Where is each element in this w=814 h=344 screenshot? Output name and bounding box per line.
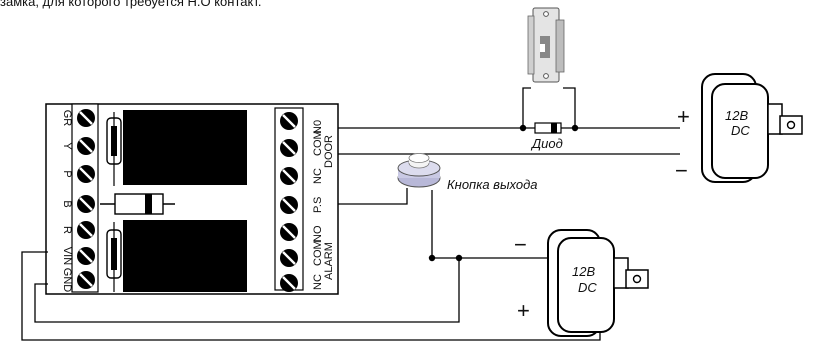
- right-screws: [280, 112, 298, 292]
- label-com-top: COM: [312, 130, 324, 156]
- left-terminal-label: Y: [61, 142, 73, 150]
- wire-ps-to-button: [338, 188, 408, 205]
- psu-top-minus-sign: −: [675, 158, 688, 183]
- screw-terminal: [77, 247, 95, 265]
- label-door: DOOR: [323, 135, 335, 168]
- label-ps: P.S: [312, 197, 324, 213]
- psu-bottom-voltage: 12В: [572, 264, 595, 279]
- instruction-text: замка, для которого требуется Н.О контак…: [0, 0, 262, 9]
- screw-terminal: [280, 223, 298, 241]
- label-com-bottom: COM: [312, 240, 324, 266]
- junction: [428, 254, 436, 262]
- wire-button-to-psu2-minus: [431, 190, 548, 259]
- screw-terminal: [280, 139, 298, 157]
- controller-board: GR Y P B R VIN GND N0 COM NC DOOR P.S NO COM N…: [45, 103, 339, 295]
- diode-label: Диод: [530, 136, 563, 151]
- screw-terminal: [77, 109, 95, 127]
- psu-top-dc: DC: [731, 123, 750, 138]
- wire-lock-right: [563, 87, 576, 128]
- junction: [519, 124, 527, 132]
- diode-component: [534, 122, 562, 134]
- left-terminal-label: R: [61, 226, 73, 234]
- label-alarm: ALARM: [323, 242, 335, 280]
- psu-bottom-dc: DC: [578, 280, 597, 295]
- label-nc-bottom: NC: [312, 274, 324, 290]
- wire-gnd: [34, 258, 460, 323]
- psu-top-plus-sign: +: [677, 104, 690, 129]
- label-nc-top: NC: [312, 168, 324, 184]
- screw-terminal: [77, 271, 95, 289]
- label-no-top: N0: [312, 120, 324, 134]
- left-terminal-labels: GR Y P B R VIN GND: [61, 110, 73, 293]
- screw-terminal: [77, 165, 95, 183]
- exit-button-label: Кнопка выхода: [447, 177, 538, 192]
- relay-alarm: [123, 220, 247, 292]
- screw-terminal: [77, 195, 95, 213]
- psu-top-voltage: 12В: [725, 108, 748, 123]
- left-terminal-label: VIN: [61, 247, 73, 265]
- screw-terminal: [280, 274, 298, 292]
- screw-terminal: [280, 112, 298, 130]
- lock-icon: [527, 7, 565, 83]
- psu-bottom-minus-sign: −: [514, 232, 527, 257]
- power-supply-bottom: 12В DC: [547, 229, 649, 337]
- junction: [455, 254, 463, 262]
- psu-bottom-plus-sign: +: [517, 298, 530, 323]
- relay-door: [123, 110, 247, 185]
- left-terminal-label: B: [61, 200, 73, 207]
- left-screws: [77, 109, 95, 289]
- screw-terminal: [280, 196, 298, 214]
- screw-terminal: [77, 137, 95, 155]
- exit-button-icon: [397, 153, 441, 188]
- screw-terminal: [280, 249, 298, 267]
- left-terminal-label: GND: [61, 268, 73, 293]
- screw-terminal: [77, 221, 95, 239]
- label-no-bottom: NO: [312, 225, 324, 242]
- board-diode: [114, 193, 164, 215]
- power-supply-top: 12В DC: [701, 73, 803, 183]
- left-terminal-label: P: [61, 170, 73, 177]
- screw-terminal: [280, 167, 298, 185]
- left-terminal-label: GR: [61, 110, 73, 127]
- wire-lock-left: [522, 87, 531, 128]
- junction: [571, 124, 579, 132]
